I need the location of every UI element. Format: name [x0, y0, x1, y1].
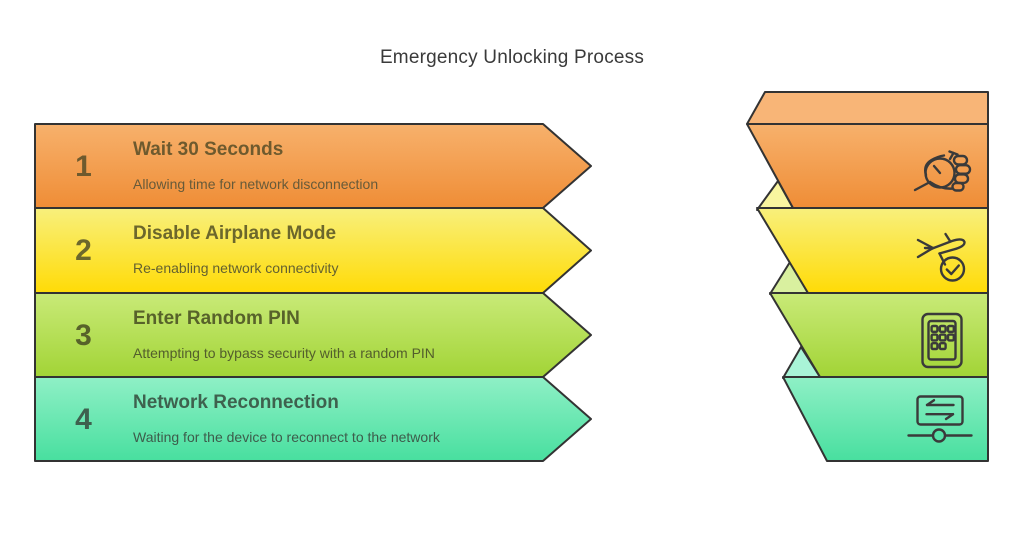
step-number: 3: [75, 318, 92, 352]
network-transfer-icon: [907, 395, 973, 443]
step-arrow-4: [34, 376, 592, 462]
step-arrow-1: [34, 123, 592, 209]
step-title: Enter Random PIN: [133, 308, 300, 329]
airplane-check-icon: [916, 232, 966, 282]
step-number: 1: [75, 149, 92, 183]
step-subtitle: Attempting to bypass security with a ran…: [133, 345, 435, 361]
step-row-4: 4 Network Reconnection Waiting for the d…: [35, 377, 543, 462]
ribbon-band-4: [782, 376, 989, 462]
step-subtitle: Allowing time for network disconnection: [133, 176, 379, 192]
page-title: Emergency Unlocking Process: [379, 47, 645, 68]
keypad-icon: [921, 312, 963, 369]
step-row-2: 2 Disable Airplane Mode Re-enabling netw…: [35, 208, 543, 293]
step-number: 2: [75, 233, 92, 267]
step-title: Disable Airplane Mode: [133, 223, 337, 244]
step-arrow-2: [34, 207, 592, 294]
ribbon-top-flap: [746, 91, 989, 125]
step-subtitle: Re-enabling network connectivity: [133, 260, 339, 276]
step-title: Network Reconnection: [133, 392, 339, 413]
step-number: 4: [75, 402, 92, 436]
hand-stopwatch-icon: [913, 150, 972, 192]
step-arrow-3: [34, 292, 592, 378]
step-subtitle: Waiting for the device to reconnect to t…: [133, 429, 440, 445]
step-row-3: 3 Enter Random PIN Attempting to bypass …: [35, 293, 543, 378]
step-title: Wait 30 Seconds: [133, 139, 284, 160]
step-row-1: 1 Wait 30 Seconds Allowing time for netw…: [35, 124, 543, 209]
